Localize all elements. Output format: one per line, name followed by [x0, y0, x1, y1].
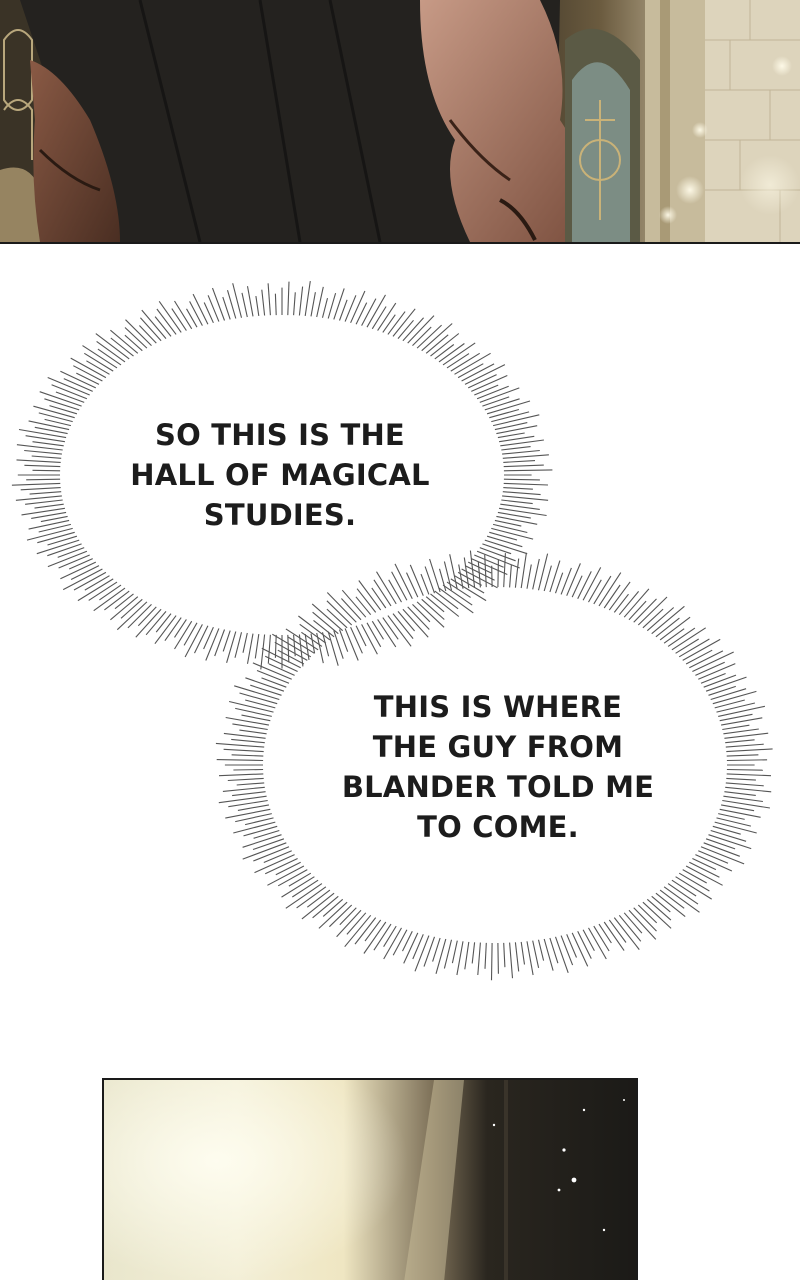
speech-line: TO COME. — [417, 810, 579, 844]
speech-bubble-2-text: THIS IS WHERE THE GUY FROM BLANDER TOLD … — [342, 687, 654, 847]
speech-bubble-2: THIS IS WHERE THE GUY FROM BLANDER TOLD … — [318, 682, 678, 852]
hazy-light-doorway-art — [104, 1080, 625, 1280]
speech-line: THIS IS WHERE — [373, 690, 623, 724]
speech-bubble-1: SO THIS IS THE HALL OF MAGICAL STUDIES. — [100, 410, 460, 540]
speech-bubble-1-text: SO THIS IS THE HALL OF MAGICAL STUDIES. — [130, 415, 429, 535]
speech-line: THE GUY FROM — [372, 730, 624, 764]
man-in-dark-robe-cathedral-window-art — [0, 0, 800, 242]
speech-line: SO THIS IS THE — [155, 418, 405, 452]
speech-line: STUDIES. — [203, 498, 357, 532]
speech-line: HALL OF MAGICAL — [130, 458, 430, 492]
top-comic-panel — [0, 0, 800, 244]
speech-line: BLANDER TOLD ME — [341, 770, 655, 804]
bottom-comic-panel — [102, 1078, 638, 1280]
